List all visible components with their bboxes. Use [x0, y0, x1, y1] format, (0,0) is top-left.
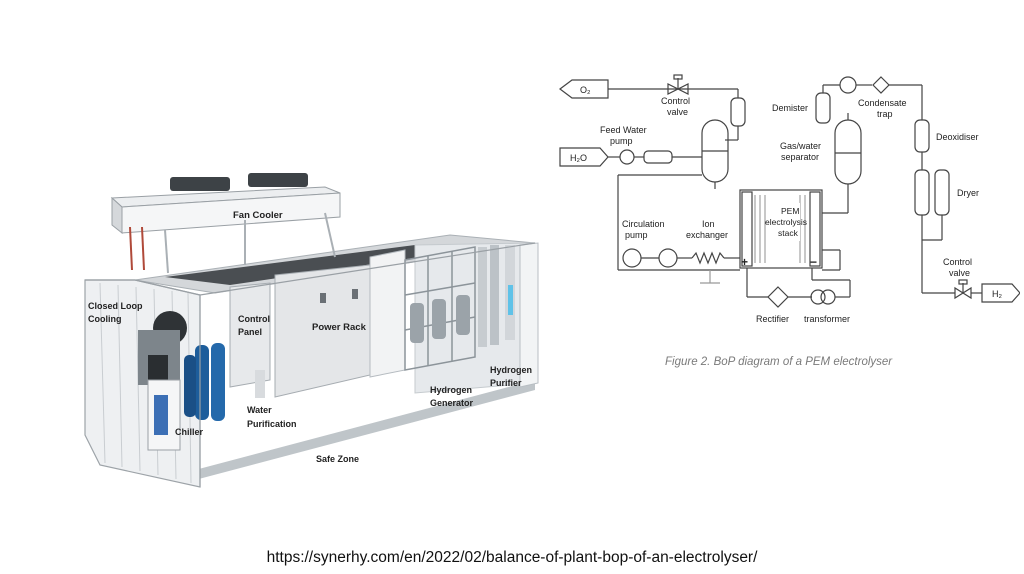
label-condensate-1: Condensate	[858, 98, 907, 108]
label-plus: +	[741, 255, 748, 269]
label-chiller: Chiller	[175, 427, 204, 437]
figure-caption: Figure 2. BoP diagram of a PEM electroly…	[665, 356, 893, 368]
label-minus: −	[810, 255, 817, 269]
control-valve-top	[667, 83, 680, 95]
chiller-panel	[154, 395, 168, 435]
label-control-panel-2: Panel	[238, 327, 262, 337]
bop-diagram: O₂ H₂O H₂ Control valve Feed Water pump …	[559, 74, 1020, 324]
rectifier	[767, 286, 789, 308]
container-floor	[195, 380, 535, 480]
label-water-purification-2: Purification	[247, 419, 297, 429]
label-stack-2: electrolysis	[765, 217, 807, 227]
label-rectifier: Rectifier	[756, 314, 789, 324]
control-valve-bottom	[954, 286, 965, 300]
ion-exchanger-motor	[658, 248, 678, 268]
feed-water-pump	[619, 149, 635, 165]
label-hydrogen-purifier-1: Hydrogen	[490, 365, 532, 375]
control-panel-cabinet	[229, 282, 271, 388]
label-feed-water-1: Feed Water	[600, 125, 647, 135]
label-water-purification-1: Water	[247, 405, 272, 415]
label-safe-zone: Safe Zone	[316, 454, 359, 464]
label-circulation-1: Circulation	[622, 219, 665, 229]
label-fan-cooler: Fan Cooler	[233, 210, 283, 221]
h2-outlet-arrow	[981, 283, 1020, 303]
pem-stack	[739, 189, 823, 269]
container-illustration: Fan Cooler Closed Loop Cooling Control P…	[84, 173, 539, 488]
label-stack-1: PEM	[781, 206, 799, 216]
dryer-right	[934, 169, 950, 216]
gas-water-separator	[834, 119, 862, 185]
circulation-pump	[622, 248, 642, 268]
condensate-motor	[839, 76, 857, 94]
label-feed-water-2: pump	[610, 136, 633, 146]
source-url[interactable]: https://synerhy.com/en/2022/02/balance-o…	[266, 549, 758, 566]
label-control-panel-1: Control	[238, 314, 270, 324]
label-condensate-2: trap	[877, 109, 893, 119]
label-control-valve-bottom-2: valve	[949, 268, 970, 278]
label-deoxidiser: Deoxidiser	[936, 132, 979, 142]
label-dryer: Dryer	[957, 188, 979, 198]
label-gas-water-2: separator	[781, 152, 819, 162]
label-circulation-2: pump	[625, 230, 648, 240]
feed-water-filter	[643, 150, 673, 164]
label-h2: H₂	[992, 289, 1002, 299]
transformer-coil-1	[810, 289, 826, 305]
demister-right	[815, 92, 831, 124]
label-h2o: H₂O	[570, 153, 587, 163]
deoxidiser	[914, 119, 930, 153]
label-control-valve-top-1: Control	[661, 96, 690, 106]
label-ion-1: Ion	[702, 219, 715, 229]
condensate-trap	[872, 76, 890, 94]
h2o-inlet-arrow	[559, 147, 609, 167]
label-hydrogen-purifier-2: Purifier	[490, 378, 522, 388]
label-power-rack: Power Rack	[312, 322, 367, 333]
power-rack-handle-2	[352, 289, 358, 299]
label-control-valve-bottom-1: Control	[943, 257, 972, 267]
hydrogen-generator-stacks	[410, 295, 470, 343]
label-closed-loop-2: Cooling	[88, 314, 122, 324]
label-ion-2: exchanger	[686, 230, 728, 240]
stack-plates	[754, 195, 806, 263]
divider-wall	[369, 249, 406, 378]
label-stack-3: stack	[778, 228, 799, 238]
label-o2: O₂	[580, 85, 591, 95]
label-closed-loop-1: Closed Loop	[88, 301, 143, 311]
ion-exchanger	[691, 251, 725, 265]
container-frame	[85, 242, 536, 296]
power-rack-handle-1	[320, 293, 326, 303]
demister-left	[730, 97, 746, 127]
water-purification-cylinders	[184, 343, 225, 421]
stack-label-bg	[772, 203, 800, 241]
control-panel-base	[255, 370, 265, 398]
label-demister: Demister	[772, 103, 808, 113]
transformer-coil-2	[820, 289, 836, 305]
fan-cooler-unit	[110, 173, 341, 274]
label-hydrogen-generator-1: Hydrogen	[430, 385, 472, 395]
dryer-left	[914, 169, 930, 216]
label-hydrogen-generator-2: Generator	[430, 398, 474, 408]
hydrogen-purifier-unit	[478, 245, 515, 347]
label-control-valve-top-2: valve	[667, 107, 688, 117]
label-gas-water-1: Gas/water	[780, 141, 821, 151]
label-transformer: transformer	[804, 314, 850, 324]
